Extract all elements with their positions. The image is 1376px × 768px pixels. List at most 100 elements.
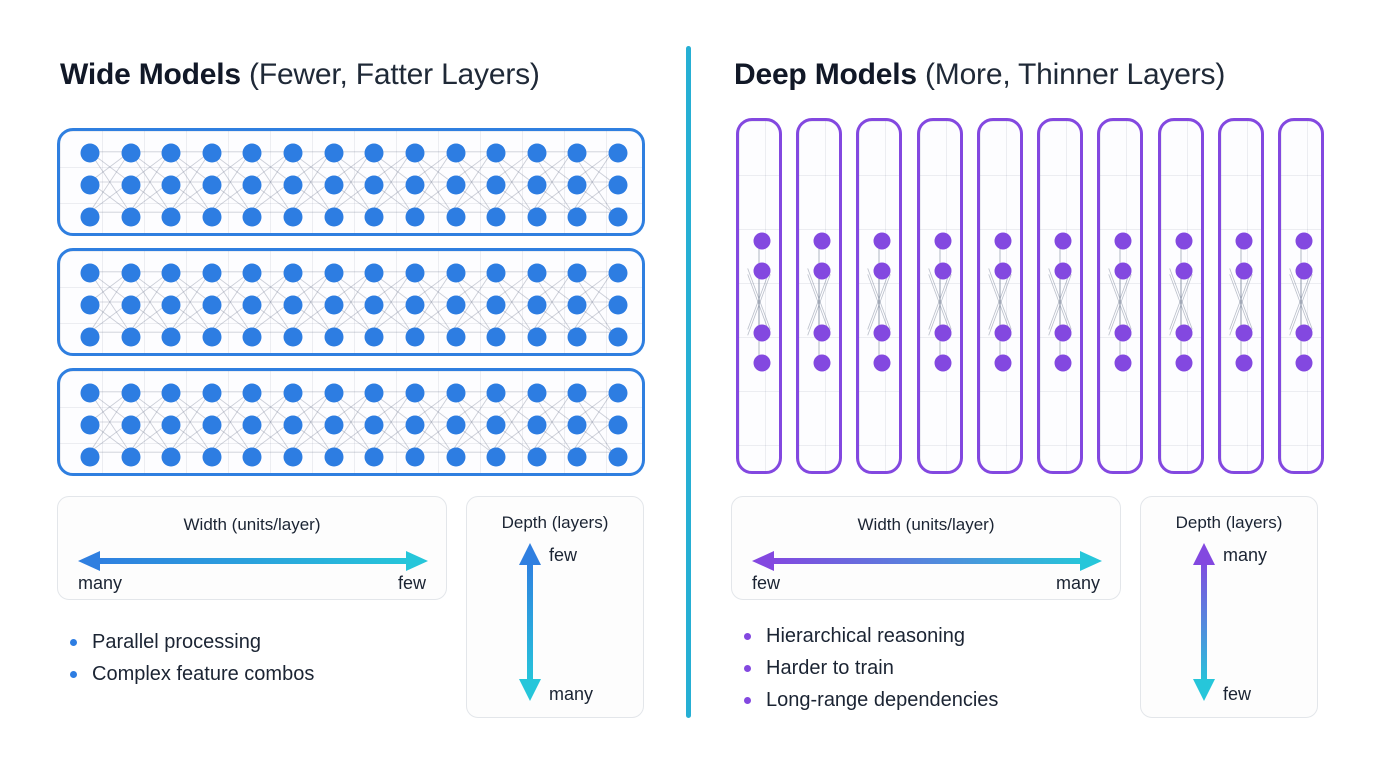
network-node [1114, 324, 1132, 342]
network-node [324, 207, 344, 227]
width-arrow-wide [78, 551, 428, 571]
network-node [405, 327, 425, 347]
network-node [446, 175, 466, 195]
network-node [80, 327, 100, 347]
network-node [1054, 232, 1072, 250]
legend-depth-caption-wide: Depth (layers) [501, 513, 609, 532]
network-node [446, 207, 466, 227]
network-node [202, 415, 222, 435]
network-node [121, 327, 141, 347]
network-node [324, 295, 344, 315]
network-node [608, 143, 628, 163]
network-node [202, 295, 222, 315]
network-node [753, 232, 771, 250]
depth-label-top-deep: many [1223, 545, 1268, 565]
network-node [364, 295, 384, 315]
node-group [1161, 121, 1201, 471]
depth-label-bottom-wide: many [549, 684, 594, 704]
network-node [527, 175, 547, 195]
network-node [161, 143, 181, 163]
network-node [80, 383, 100, 403]
list-item: Long-range dependencies [738, 684, 998, 716]
network-node [486, 327, 506, 347]
network-node [1054, 262, 1072, 280]
network-node [161, 383, 181, 403]
title-light-wide: (Fewer, Fatter Layers) [249, 58, 540, 91]
deep-layer-box [1277, 118, 1324, 474]
network-node [242, 447, 262, 467]
network-node [80, 447, 100, 467]
network-node [242, 295, 262, 315]
deep-layer-box [736, 118, 782, 474]
network-node [608, 295, 628, 315]
network-node [486, 295, 506, 315]
network-node [567, 207, 587, 227]
network-node [934, 324, 952, 342]
network-node [242, 383, 262, 403]
width-label-right-deep: many [1055, 573, 1100, 593]
node-group [60, 251, 642, 353]
network-node [161, 175, 181, 195]
wide-layer-box [57, 368, 645, 476]
network-node [873, 324, 891, 342]
network-node [80, 415, 100, 435]
depth-label-bottom-deep: few [1223, 684, 1252, 704]
legend-width-wide: Width (units/layer) many few [57, 496, 447, 600]
network-node [80, 295, 100, 315]
network-node [608, 415, 628, 435]
network-node [283, 143, 303, 163]
page-title-deep: Deep Models (More, Thinner Layers) [734, 56, 1225, 94]
network-node [324, 415, 344, 435]
network-node [283, 327, 303, 347]
network-node [446, 327, 466, 347]
network-node [527, 143, 547, 163]
panel-wide-models: Wide Models (Fewer, Fatter Layers) Width… [26, 0, 674, 768]
network-node [1054, 354, 1072, 372]
network-node [405, 143, 425, 163]
network-node [364, 447, 384, 467]
network-node [1295, 324, 1313, 342]
network-node [934, 262, 952, 280]
network-node [405, 175, 425, 195]
wide-layer-stack [57, 128, 645, 488]
legend-width-deep: Width (units/layer) few many [731, 496, 1121, 600]
network-node [405, 447, 425, 467]
network-node [1235, 262, 1253, 280]
network-node [486, 207, 506, 227]
network-node [527, 207, 547, 227]
network-node [80, 263, 100, 283]
network-node [202, 447, 222, 467]
network-node [527, 327, 547, 347]
network-node [202, 175, 222, 195]
network-node [1295, 354, 1313, 372]
legend-width-caption-wide: Width (units/layer) [183, 515, 321, 534]
node-group [60, 131, 642, 233]
network-node [873, 262, 891, 280]
network-node [1114, 232, 1132, 250]
network-node [1235, 232, 1253, 250]
network-node [202, 383, 222, 403]
network-node [121, 207, 141, 227]
network-node [567, 143, 587, 163]
network-node [405, 263, 425, 283]
network-node [608, 207, 628, 227]
node-group [980, 121, 1020, 471]
list-item: Parallel processing [64, 626, 314, 658]
width-label-right-wide: few [397, 573, 426, 593]
network-node [567, 447, 587, 467]
network-node [1235, 354, 1253, 372]
title-strong-deep: Deep Models [734, 58, 917, 91]
node-group [1100, 121, 1140, 471]
title-strong-wide: Wide Models [60, 58, 241, 91]
node-group [1221, 121, 1261, 471]
network-node [527, 263, 547, 283]
network-node [1175, 324, 1193, 342]
network-node [121, 175, 141, 195]
network-node [121, 263, 141, 283]
list-item: Complex feature combos [64, 658, 314, 690]
panel-deep-models: Deep Models (More, Thinner Layers) Width… [700, 0, 1348, 768]
network-node [324, 175, 344, 195]
